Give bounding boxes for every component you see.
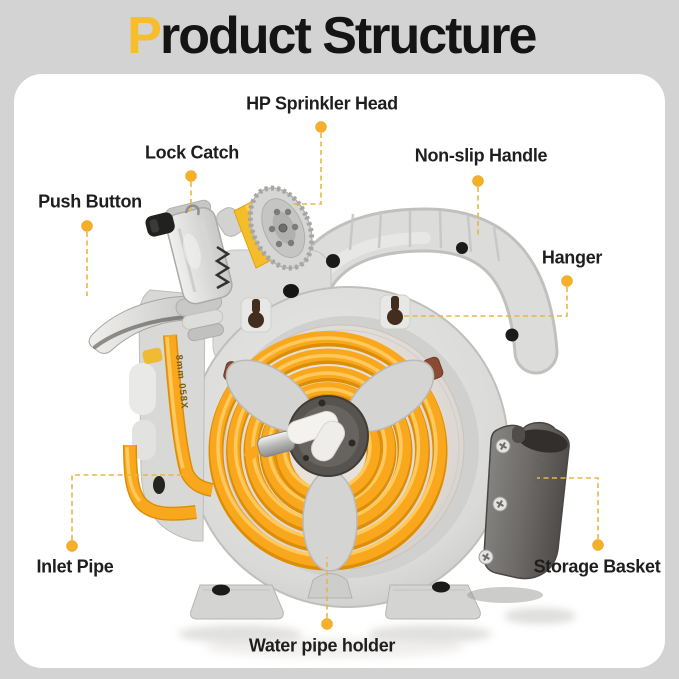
basket-screws <box>478 438 511 565</box>
screw-holes <box>212 242 519 596</box>
storage-basket <box>467 421 570 603</box>
leader-inlet-pipe <box>71 474 188 540</box>
lock-catch-hook <box>184 204 200 216</box>
leader-lines <box>71 133 599 618</box>
label-hanger: Hanger <box>541 247 603 268</box>
label-lock-catch: Lock Catch <box>144 142 240 163</box>
label-push-button: Push Button <box>38 191 142 212</box>
label-hp-sprinkler-head: HP Sprinkler Head <box>246 93 398 114</box>
ground-reflection <box>178 608 576 658</box>
ratchet-rack <box>214 245 231 290</box>
hanger-slot-right <box>379 294 411 330</box>
basket-opening <box>518 429 568 453</box>
label-water-pipe-holder: Water pipe holder <box>248 635 396 656</box>
hanger-slots <box>240 294 411 333</box>
gun-body <box>165 199 233 305</box>
white-elbow-connector <box>286 410 345 462</box>
hanger-slot-left <box>240 297 272 333</box>
leader-dots <box>66 121 604 630</box>
label-storage-basket: Storage Basket <box>533 556 661 577</box>
title-accent-letter: P <box>127 7 162 65</box>
reel-hub <box>225 359 435 572</box>
sprinkler-head <box>233 185 315 271</box>
nozzle-holes <box>268 208 299 248</box>
label-non-slip-handle: Non-slip Handle <box>414 145 548 166</box>
leader-hanger <box>404 287 568 317</box>
water-pipe-holder-notch <box>307 573 353 599</box>
inlet-pipe <box>123 444 197 521</box>
leader-hp-sprinkler-head <box>290 133 322 205</box>
page-title: Product Structure <box>127 6 537 66</box>
push-button-knob <box>145 212 175 237</box>
title-rest: roduct Structure <box>159 7 537 65</box>
spray-gun <box>88 185 315 354</box>
pivot-bolt <box>283 284 299 298</box>
label-inlet-pipe: Inlet Pipe <box>36 556 114 577</box>
handle-grip-ribs <box>348 210 501 262</box>
leader-storage-basket <box>537 477 599 539</box>
